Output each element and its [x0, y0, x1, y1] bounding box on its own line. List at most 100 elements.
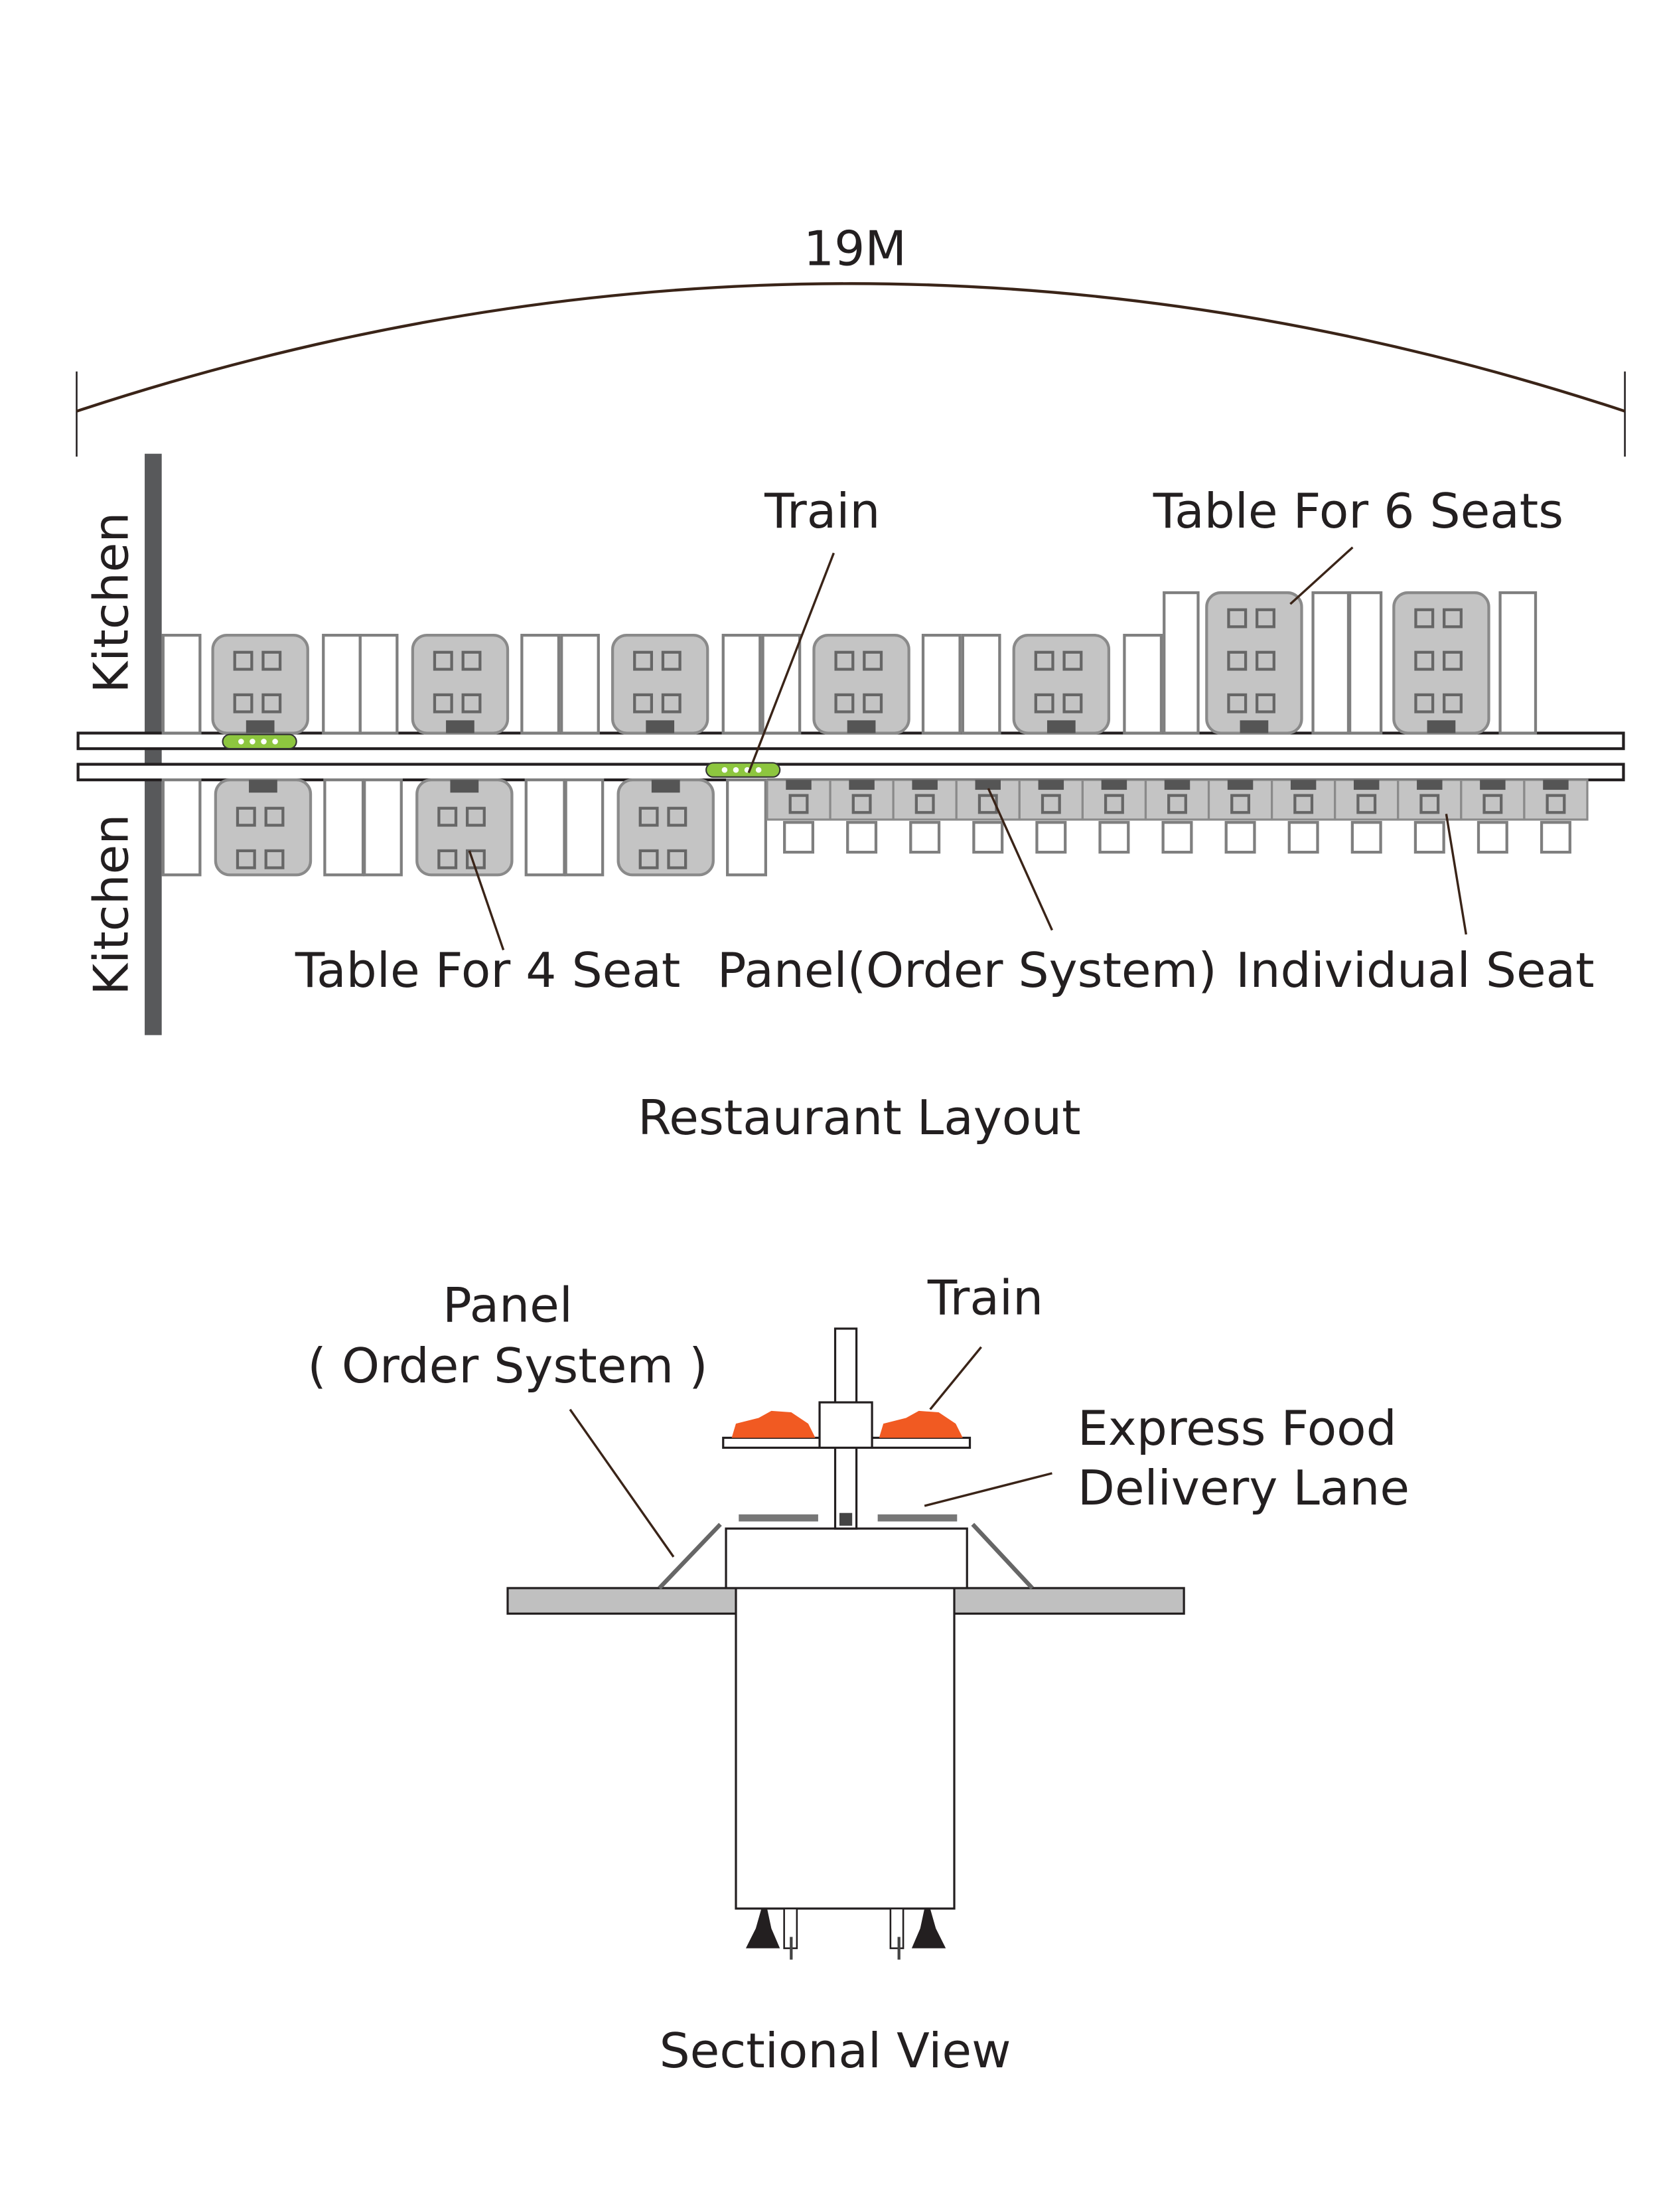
section-title: Sectional View: [660, 2024, 1011, 2079]
bench-seat: [325, 780, 363, 875]
table-4-seat: [618, 780, 713, 875]
bench-seat: [1164, 593, 1198, 733]
stool: [1100, 822, 1129, 852]
stool: [1226, 822, 1255, 852]
layout-title: Restaurant Layout: [638, 1090, 1081, 1146]
stool: [784, 822, 813, 852]
bench-seat: [723, 635, 760, 733]
order-panel-icon: [1354, 780, 1379, 790]
table-4-seat: [417, 780, 512, 875]
dimension-label: 19M: [804, 222, 906, 277]
train-body: [706, 763, 780, 776]
order-panel-icon: [1228, 780, 1253, 790]
order-panel-icon: [1427, 720, 1456, 733]
bench-seat: [163, 635, 200, 733]
label-individual-seat: Individual Seat: [1236, 943, 1595, 999]
stool: [1289, 822, 1318, 852]
table-4-seat: [1014, 635, 1109, 733]
order-panel-icon: [1543, 780, 1568, 790]
label-table-6-seats: Table For 6 Seats: [1153, 484, 1563, 540]
order-panel-icon: [246, 720, 275, 733]
order-panel-icon: [652, 780, 680, 792]
table-6-seat: [1206, 593, 1301, 733]
stool: [974, 822, 1002, 852]
order-panel-icon: [1039, 780, 1064, 790]
table-surface: [216, 780, 311, 875]
bench-seat: [1313, 593, 1348, 733]
order-panel-icon: [975, 780, 1001, 790]
label-panel-order-system: Panel(Order System): [717, 943, 1217, 999]
order-panel-icon: [1047, 720, 1076, 733]
table-4-seat: [213, 635, 308, 733]
table-surface: [613, 635, 707, 733]
order-panel-icon: [646, 720, 674, 733]
bottom-seating-row: [163, 780, 1587, 875]
order-panel-icon: [847, 720, 876, 733]
train-car-right: [879, 1411, 963, 1438]
section-label-train: Train: [927, 1271, 1043, 1327]
order-panel-left: [660, 1524, 721, 1588]
conveyor-rail-top: [78, 733, 1624, 749]
order-panel-icon: [912, 780, 937, 790]
individual-seat: [767, 780, 830, 852]
train-dot: [722, 767, 728, 773]
order-panel-icon: [1240, 720, 1269, 733]
kitchen-label-bottom: Kitchen: [84, 814, 139, 995]
table-surface: [814, 635, 908, 733]
train-dot: [733, 767, 739, 773]
bench-seat: [763, 635, 800, 733]
order-panel-icon: [849, 780, 874, 790]
order-panel-icon: [1417, 780, 1442, 790]
individual-seat: [1145, 780, 1208, 852]
cabinet-body: [736, 1588, 954, 1909]
individual-seat: [893, 780, 956, 852]
dimension-arc: [76, 283, 1624, 411]
label-train: Train: [764, 484, 880, 540]
stool: [1542, 822, 1570, 852]
individual-seat: [1209, 780, 1272, 852]
table-4-seat: [216, 780, 311, 875]
order-panel-icon: [450, 780, 478, 792]
bench-seat: [561, 635, 599, 733]
table-4-seat: [413, 635, 508, 733]
table-surface: [417, 780, 512, 875]
top-seating-row: [163, 593, 1536, 733]
bench-seat: [360, 635, 397, 733]
conveyor-rail-bottom: [78, 765, 1624, 780]
bench-seat: [727, 780, 766, 875]
bench-seat: [364, 780, 401, 875]
train-body: [223, 735, 297, 749]
order-panel-icon: [786, 780, 811, 790]
train-dot: [261, 739, 267, 745]
bench-seat: [526, 780, 565, 875]
individual-seat: [1082, 780, 1145, 852]
order-panel-right: [973, 1524, 1033, 1588]
individual-seat: [1461, 780, 1524, 852]
leader-section-train: [930, 1347, 981, 1410]
section-label-express-2: Delivery Lane: [1078, 1461, 1409, 1516]
stool: [1037, 822, 1065, 852]
foot-left: [746, 1909, 780, 1949]
leader-individual: [1446, 814, 1466, 934]
individual-seat: [1019, 780, 1082, 852]
stool: [910, 822, 939, 852]
table-surface: [1394, 593, 1488, 733]
leader-section-panel: [570, 1410, 674, 1557]
bench-seat: [522, 635, 559, 733]
table-surface: [413, 635, 508, 733]
order-panel-icon: [446, 720, 474, 733]
table-4-seat: [814, 635, 908, 733]
table-6-seat: [1394, 593, 1488, 733]
individual-seat: [1524, 780, 1587, 852]
train-marker-2: [706, 763, 780, 776]
section-label-order-system: ( Order System ): [307, 1339, 707, 1394]
order-panel-icon: [1165, 780, 1190, 790]
train-hub: [820, 1402, 872, 1447]
bench-seat: [163, 780, 200, 875]
kitchen-label-top: Kitchen: [84, 512, 139, 694]
order-panel-icon: [249, 780, 277, 792]
table-surface: [1014, 635, 1109, 733]
bench-seat: [963, 635, 1000, 733]
stool: [1479, 822, 1507, 852]
